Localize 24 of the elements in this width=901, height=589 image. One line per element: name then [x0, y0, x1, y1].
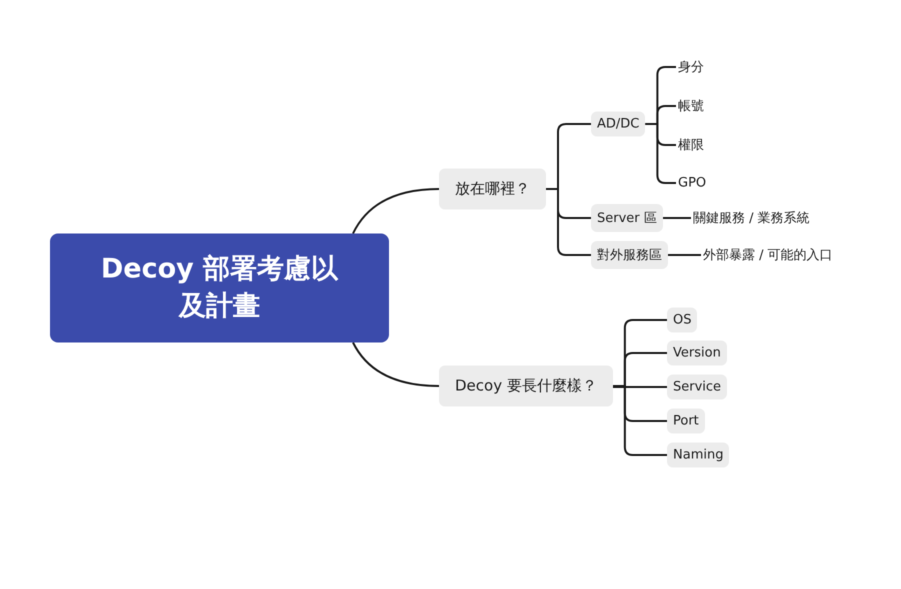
subtopic-box: Version	[667, 340, 727, 366]
topic-box: 放在哪裡？	[439, 168, 546, 210]
connector-line	[662, 217, 691, 219]
connector-line	[645, 123, 676, 184]
topic-text: 外部暴露 / 可能的入口	[701, 245, 835, 265]
connector-line	[352, 342, 440, 387]
topic-text: GPO	[676, 174, 708, 192]
subtopic-box: 對外服務區	[591, 241, 668, 269]
central-topic-box: Decoy 部署考慮以及計畫	[50, 234, 389, 342]
subtopic-box: AD/DC	[591, 112, 646, 136]
topic-box: Decoy 要長什麼樣？	[439, 366, 613, 406]
connector-line	[668, 254, 701, 256]
subtopic-box: Server 區	[591, 204, 663, 232]
topic-text: 權限	[676, 135, 706, 155]
connector-line	[352, 188, 440, 234]
connector-line	[612, 386, 667, 388]
connector-line	[546, 188, 591, 256]
topic-text: 關鍵服務 / 業務系統	[691, 208, 812, 228]
subtopic-box: Naming	[667, 442, 730, 468]
subtopic-box: OS	[667, 308, 698, 332]
subtopic-box: Port	[667, 408, 705, 434]
subtopic-box: Service	[667, 374, 728, 400]
topic-text: 身分	[676, 57, 706, 77]
topic-text: 帳號	[676, 96, 706, 116]
